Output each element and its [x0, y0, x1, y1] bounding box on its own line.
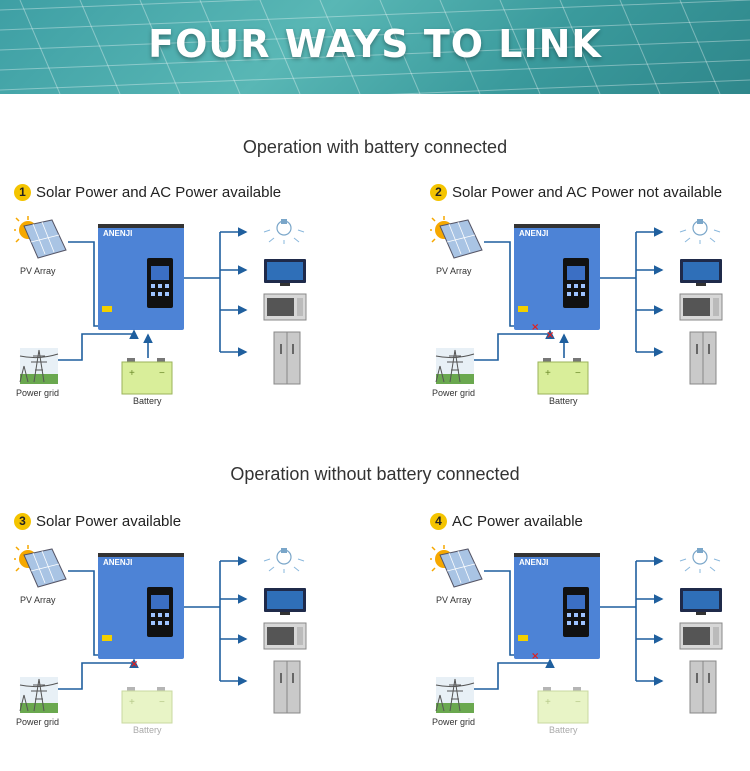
solar-panel-background: [0, 0, 750, 94]
step-number-badge: 4: [430, 513, 447, 530]
panel-title-text: Solar Power and AC Power not available: [452, 184, 723, 201]
pv-array-icon: [14, 545, 67, 588]
svg-text:−: −: [575, 368, 581, 379]
pv-array-icon: [430, 545, 483, 588]
panel-title-text: AC Power available: [452, 513, 583, 530]
pv-array-label: PV Array: [436, 595, 472, 605]
svg-text:−: −: [159, 697, 165, 708]
panel-title-text: Solar Power available: [36, 513, 182, 530]
blocked-marks: ×: [130, 659, 138, 670]
link-mode-1: 1 Solar Power and AC Power available: [14, 184, 374, 409]
refrigerator-icon: [273, 331, 301, 385]
header-banner: FOUR WAYS TO LINK: [0, 0, 750, 94]
page-title: FOUR WAYS TO LINK: [148, 22, 602, 66]
refrigerator-icon: [689, 660, 717, 714]
battery-icon: + −: [121, 358, 173, 395]
power-grid-label: Power grid: [432, 717, 476, 727]
panel-title: 3 Solar Power available: [14, 513, 181, 530]
panel-title: 1 Solar Power and AC Power available: [14, 184, 281, 201]
svg-text:+: +: [129, 697, 135, 708]
pv-blocked-mark: ×: [531, 651, 539, 662]
battery-label: Battery: [549, 396, 578, 406]
svg-text:+: +: [129, 368, 135, 379]
svg-text:+: +: [545, 368, 551, 379]
pv-array-label: PV Array: [20, 595, 56, 605]
microwave-icon: [679, 293, 723, 321]
brand-logo: ANENJI: [103, 558, 132, 567]
television-icon: [264, 588, 306, 615]
panel-title: 4 AC Power available: [430, 513, 583, 530]
wiring: [58, 227, 248, 361]
grid-blocked-mark: ×: [130, 659, 138, 670]
microwave-icon: [263, 622, 307, 650]
power-grid-label: Power grid: [16, 717, 60, 727]
power-grid-label: Power grid: [432, 388, 476, 398]
brand-logo: ANENJI: [519, 558, 548, 567]
svg-text:−: −: [159, 368, 165, 379]
brand-logo: ANENJI: [103, 229, 132, 238]
panel-title-text: Solar Power and AC Power available: [36, 184, 282, 201]
battery-label: Battery: [133, 396, 162, 406]
battery-label: Battery: [549, 725, 578, 735]
refrigerator-icon: [273, 660, 301, 714]
link-mode-4: 4 AC Power available: [430, 513, 750, 738]
wiring-diagram: ANENJI + − ×: [430, 545, 723, 724]
wiring: [474, 556, 664, 690]
pv-array-icon: [430, 216, 483, 259]
microwave-icon: [679, 622, 723, 650]
blocked-marks: ××: [531, 322, 554, 341]
power-grid-icon: [19, 348, 59, 384]
svg-text:−: −: [575, 697, 581, 708]
television-icon: [680, 259, 722, 286]
step-number-badge: 1: [14, 184, 31, 201]
wiring-diagram: ANENJI + − ××: [430, 216, 723, 395]
pv-array-label: PV Array: [436, 266, 472, 276]
inverter-unit: ANENJI: [514, 224, 600, 330]
power-grid-icon: [19, 677, 59, 713]
blocked-marks: ×: [531, 651, 539, 662]
power-grid-icon: [435, 677, 475, 713]
battery-label: Battery: [133, 725, 162, 735]
step-number-badge: 2: [430, 184, 447, 201]
wiring-diagram: ANENJI + −: [14, 216, 307, 395]
power-grid-label: Power grid: [16, 388, 60, 398]
wiring-diagram: ANENJI + − ×: [14, 545, 307, 724]
link-mode-3: 3 Solar Power available: [14, 513, 374, 738]
link-mode-2: 2 Solar Power and AC Power not available: [430, 184, 750, 409]
section-title-with-battery: Operation with battery connected: [242, 137, 508, 157]
battery-icon: + −: [121, 687, 173, 724]
battery-icon: + −: [537, 687, 589, 724]
brand-logo: ANENJI: [519, 229, 548, 238]
inverter-unit: ANENJI: [514, 553, 600, 659]
inverter-unit: ANENJI: [98, 553, 184, 659]
wiring: [58, 556, 248, 690]
step-number-badge: 3: [14, 513, 31, 530]
microwave-icon: [263, 293, 307, 321]
pv-array-label: PV Array: [20, 266, 56, 276]
inverter-unit: ANENJI: [98, 224, 184, 330]
light-bulb-icon: [263, 219, 305, 244]
section-title-without-battery: Operation without battery connected: [230, 464, 520, 484]
refrigerator-icon: [689, 331, 717, 385]
panel-title: 2 Solar Power and AC Power not available: [430, 184, 722, 201]
svg-text:+: +: [545, 697, 551, 708]
light-bulb-icon: [679, 219, 721, 244]
light-bulb-icon: [679, 548, 721, 573]
pv-array-icon: [14, 216, 67, 259]
television-icon: [264, 259, 306, 286]
television-icon: [680, 588, 722, 615]
grid-blocked-mark: ×: [546, 330, 554, 341]
battery-icon: + −: [537, 358, 589, 395]
pv-blocked-mark: ×: [531, 322, 539, 333]
light-bulb-icon: [263, 548, 305, 573]
wiring: [474, 227, 664, 361]
power-grid-icon: [435, 348, 475, 384]
